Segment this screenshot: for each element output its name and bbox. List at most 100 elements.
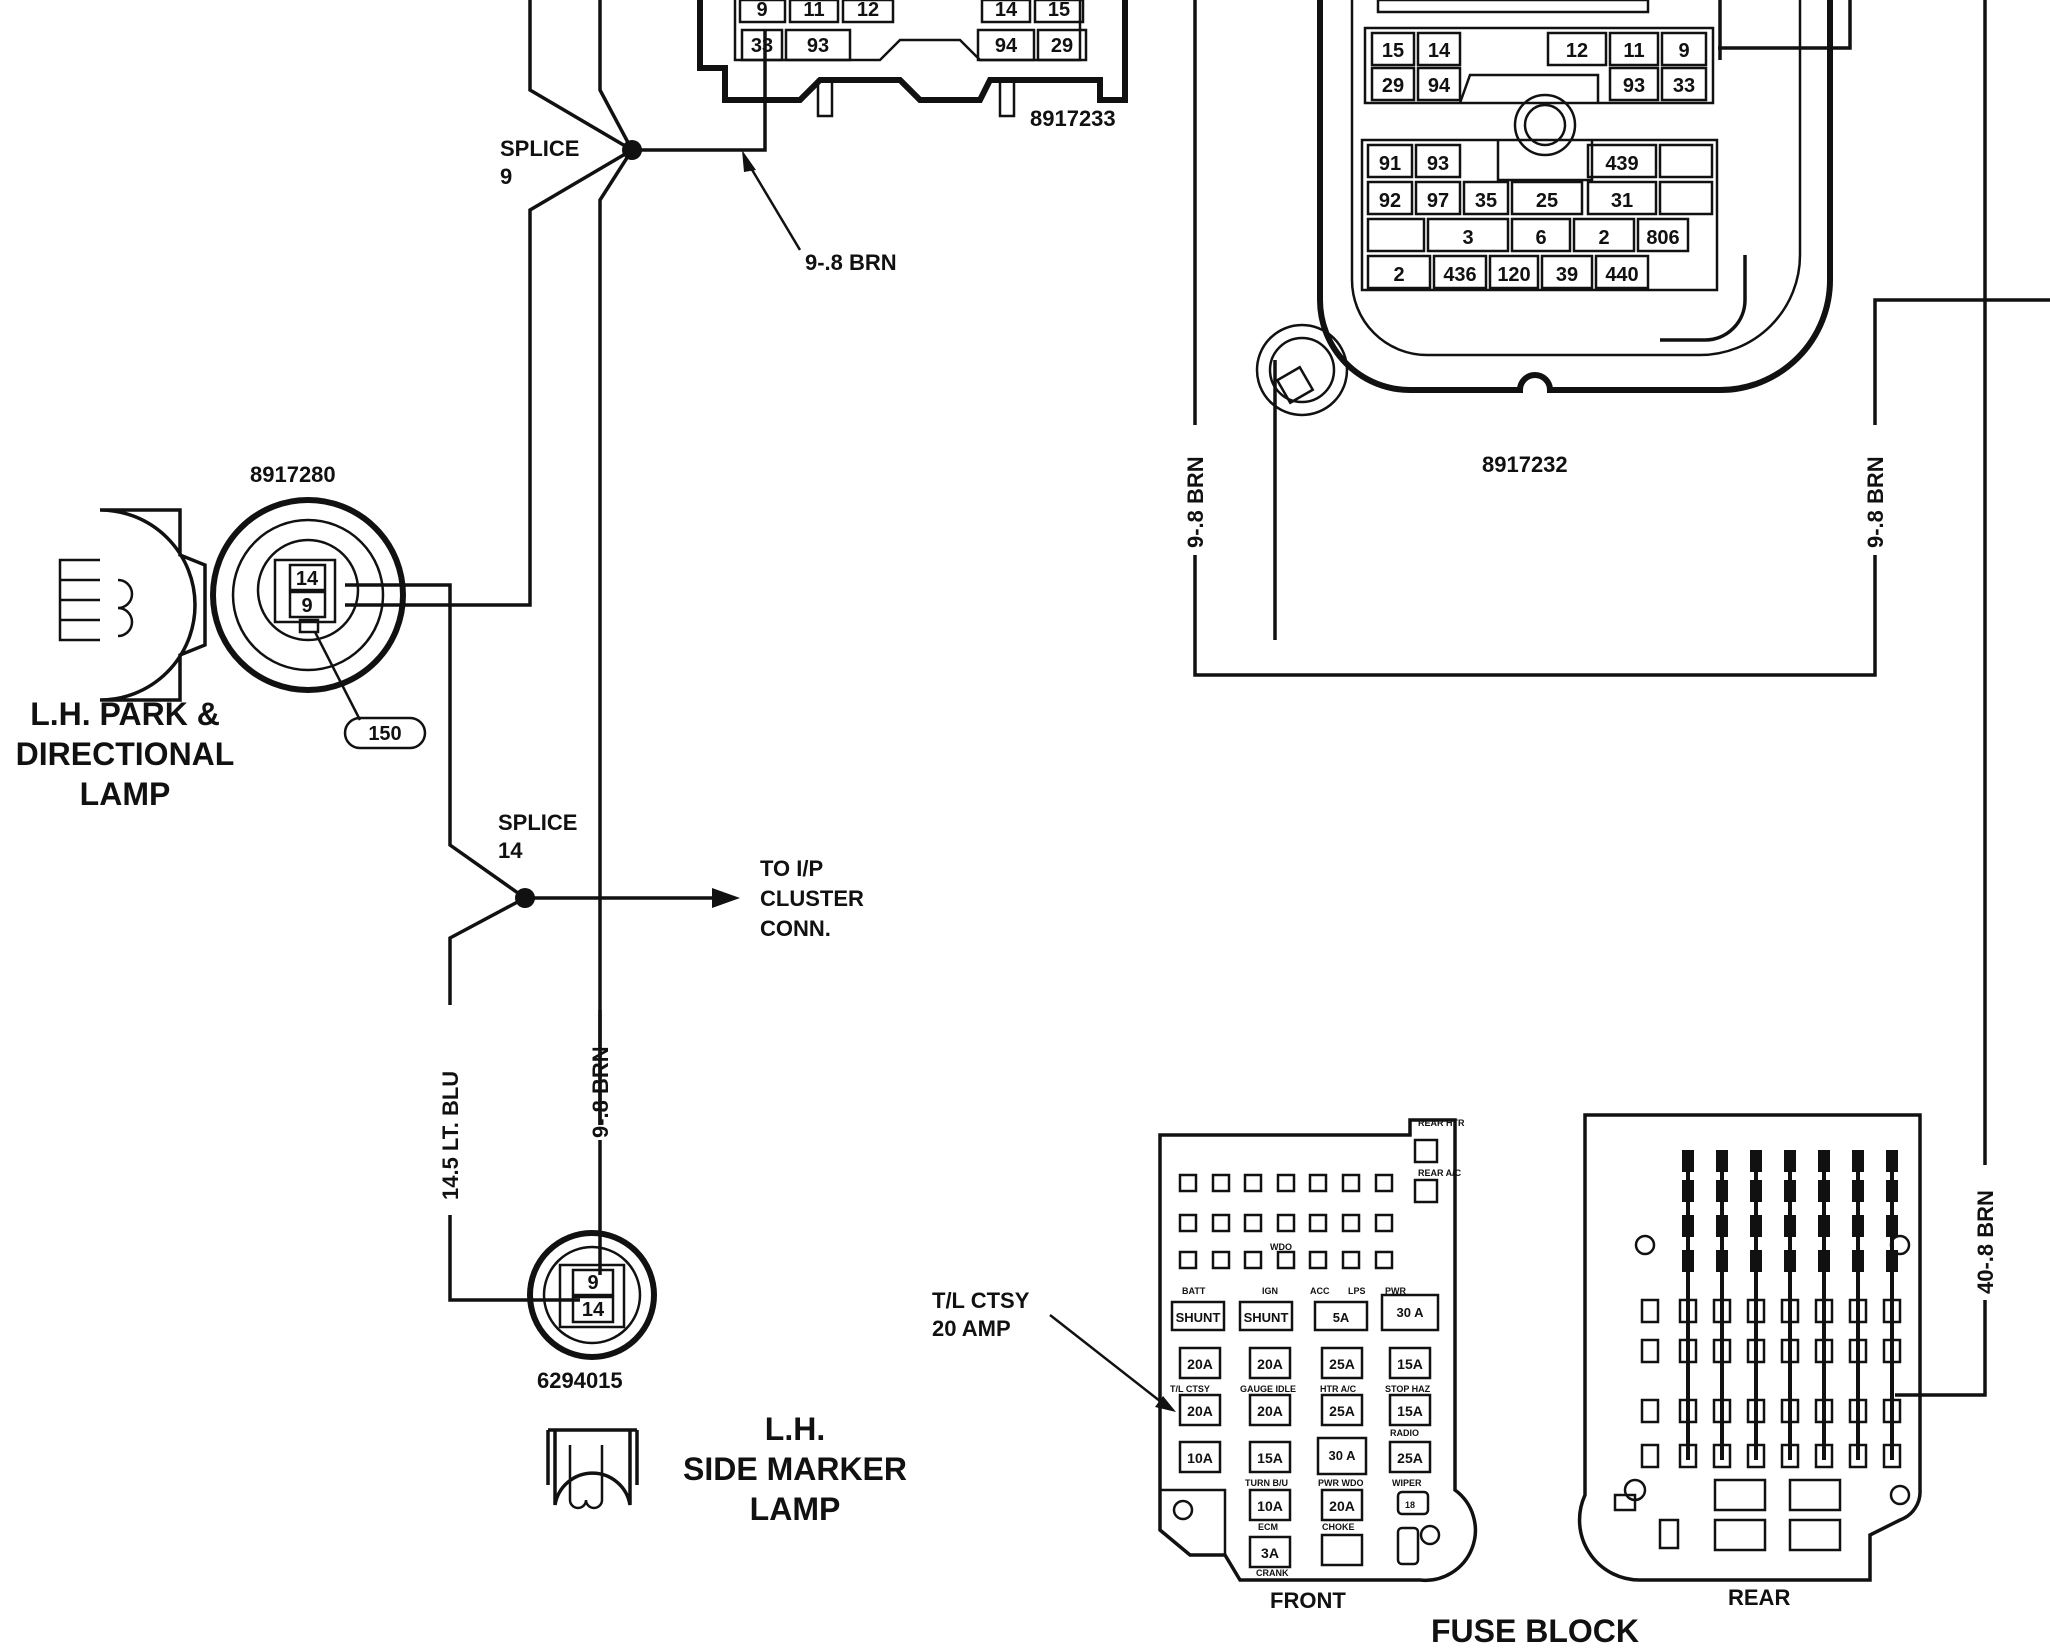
to-ip-line-2: CLUSTER [760,886,864,911]
to-ip-line-3: CONN. [760,916,831,941]
c8917232-pin-39: 39 [1556,264,1578,286]
fuse-r1-5a: 5A [1333,1310,1350,1325]
fuse-r1-30a: 30 A [1397,1305,1425,1320]
c8917232-pin-2a: 2 [1598,227,1609,249]
fuse-small-crank: CRANK [1256,1568,1289,1578]
fuse-r4-10a: 10A [1187,1450,1213,1466]
fuse-block-title: FUSE BLOCK [1431,1613,1639,1648]
c8917233-pin-15: 15 [1048,0,1070,21]
fuse-r3-20a-2: 20A [1257,1403,1283,1419]
connector-8917233: 9 11 12 14 15 33 93 94 29 8917233 [697,0,1128,131]
fuse-small-choke: CHOKE [1322,1522,1355,1532]
front-pin-square [1276,1250,1296,1270]
front-pin-square [1243,1250,1263,1270]
front-pin-square [1308,1213,1328,1233]
c8917232-top-pin-11: 11 [1623,40,1644,62]
front-pin-square [1211,1250,1231,1270]
fuse-small-pwr-wdo: PWR WDO [1318,1478,1364,1488]
c8917232-pin-3: 3 [1462,227,1473,249]
wire-brn-lower-label: 9-.8 BRN [588,1046,613,1138]
fuse-r2-20a-2: 20A [1257,1356,1283,1372]
fuse-small-wiper: WIPER [1392,1478,1422,1488]
fuse-small-turn: TURN B/U [1245,1478,1288,1488]
front-pin-square [1211,1213,1231,1233]
to-ip-line-1: TO I/P [760,856,823,881]
front-pin-square [1374,1250,1394,1270]
c8917280-part-number: 8917280 [250,462,336,487]
c6294015-pin-9: 9 [587,1272,598,1294]
c8917232-pin-35: 35 [1475,190,1497,212]
c8917232-top-pin-14: 14 [1428,40,1451,62]
c8917232-top-pin-93: 93 [1623,75,1645,97]
fuse-r5-20a: 20A [1329,1498,1355,1514]
c8917232-pin-25: 25 [1536,190,1558,212]
c8917233-pin-94: 94 [995,35,1018,57]
c8917232-top-pin-12: 12 [1566,40,1588,62]
connector-6294015: 9 14 6294015 [527,1230,657,1393]
front-pin-square [1178,1213,1198,1233]
fuse-small-tl-ctsy: T/L CTSY [1170,1384,1210,1394]
callout-line-2: 20 AMP [932,1316,1011,1341]
front-pin-square [1243,1213,1263,1233]
fuse-small-pwr: PWR [1385,1286,1406,1296]
c8917233-pin-93: 93 [807,35,829,57]
front-pin-square [1341,1250,1361,1270]
c8917232-pin-97: 97 [1427,190,1449,212]
c8917232-pin-92: 92 [1379,190,1401,212]
front-pin-square [1276,1173,1296,1193]
c8917233-pin-9: 9 [756,0,767,21]
fuse-r3-15a: 15A [1397,1403,1423,1419]
side-marker-label-1: L.H. [765,1411,825,1447]
tl-ctsy-callout: T/L CTSY 20 AMP [932,1288,1176,1412]
wire-brn-left-vert-label: 9-.8 BRN [1183,456,1208,548]
fuse-r4-15a: 15A [1257,1450,1283,1466]
c6294015-part-number: 6294015 [537,1368,623,1393]
fuse-small-htr: HTR A/C [1320,1384,1357,1394]
fuse-small-acc: ACC [1310,1286,1330,1296]
c8917233-pin-14: 14 [995,0,1018,21]
fuse-r4-25a: 25A [1397,1450,1423,1466]
c8917232-pin-436: 436 [1443,264,1476,286]
fuse-small-stop: STOP HAZ [1385,1384,1431,1394]
side-marker-label-2: SIDE MARKER [683,1451,907,1487]
right-harness: 9-.8 BRN 9-.8 BRN 40-.8 BRN [1183,0,2050,1397]
wire-brn-top-label: 9-.8 BRN [805,250,897,275]
fuse-small-wdo: WDO [1270,1242,1292,1252]
side-marker-label-3: LAMP [750,1491,841,1527]
park-lamp-label-3: LAMP [80,776,171,812]
connector-8917232: 15 14 12 11 9 29 94 93 33 91 93 439 92 9… [1255,0,1833,477]
fuse-r6-3a: 3A [1261,1545,1279,1561]
fuse-r5-10a: 10A [1257,1498,1283,1514]
c8917232-top-pin-33: 33 [1673,75,1695,97]
c6294015-pin-14: 14 [582,1299,605,1321]
c8917280-pin-14: 14 [296,568,319,590]
wire-ltblu-label: 14.5 LT. BLU [438,1071,463,1200]
fuse-block-front-label: FRONT [1270,1588,1346,1613]
c8917232-pin-806: 806 [1646,227,1679,249]
splice-9-label-2: 9 [500,164,512,189]
rear-socket [1640,1398,1660,1424]
c8917280-pin-9: 9 [301,595,312,617]
wire-40brn-label: 40-.8 BRN [1973,1190,1998,1294]
front-pin-square [1308,1173,1328,1193]
c8917233-pin-33: 33 [751,35,773,57]
c8917232-pin-6: 6 [1535,227,1546,249]
fuse-small-gauge: GAUGE IDLE [1240,1384,1296,1394]
splice-9-label-1: SPLICE [500,136,579,161]
fuse-small-radio: RADIO [1390,1428,1419,1438]
callout-line-1: T/L CTSY [932,1288,1030,1313]
front-pin-square [1276,1213,1296,1233]
c8917232-pin-439: 439 [1605,153,1638,175]
fuse-small-ign: IGN [1262,1286,1278,1296]
front-pin-square [1178,1173,1198,1193]
park-lamp-label-1: L.H. PARK & [30,696,220,732]
rear-socket [1640,1298,1660,1324]
c8917233-pin-12: 12 [857,0,879,21]
c8917280-ref-tag: 150 [368,723,401,745]
fuse-r2-20a-1: 20A [1187,1356,1213,1372]
park-lamp-label-2: DIRECTIONAL [16,736,235,772]
c8917232-pin-93: 93 [1427,153,1449,175]
fuse-block-rear-label: REAR [1728,1585,1790,1610]
c8917232-top-pin-15: 15 [1382,40,1404,62]
